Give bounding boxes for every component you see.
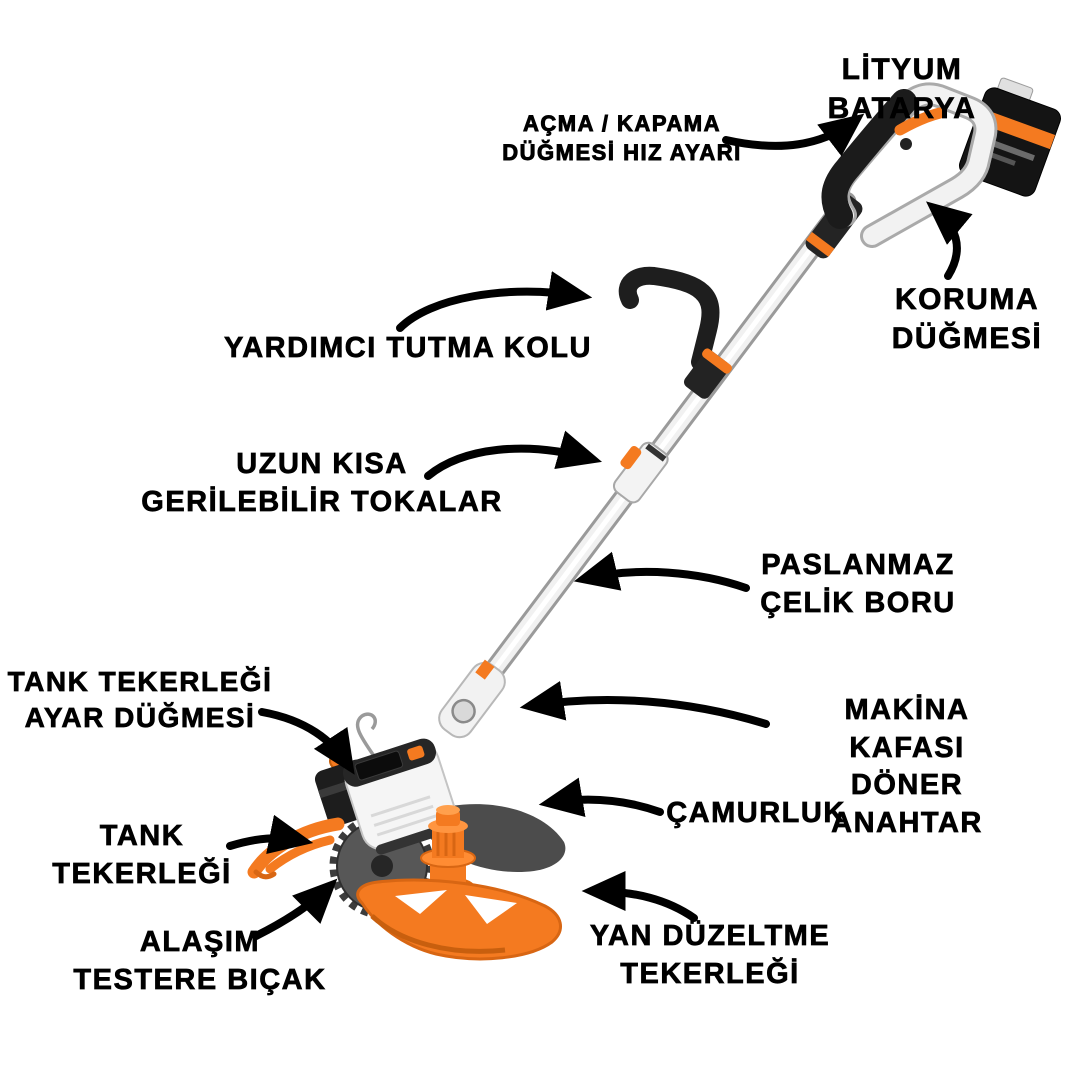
protection-button-part [900, 138, 912, 150]
label-protection-button: KORUMA DÜĞMESİ [891, 283, 1043, 356]
trimmer-body [247, 77, 1062, 961]
arrow-to-telescopic-buckles [424, 430, 603, 480]
arrow-to-protection-button [926, 201, 973, 280]
label-power-switch: AÇMA / KAPAMA DÜĞMESİ HIZ AYARI [502, 111, 742, 165]
arrow-to-tank-wheel [226, 814, 314, 855]
arrow-to-steel-pipe [573, 551, 750, 592]
handle-grip [821, 89, 917, 229]
label-aux-handle: YARDIMCI TUTMA KOLU [224, 332, 592, 365]
main-handle [821, 82, 998, 248]
annotation-arrows [226, 113, 973, 940]
aux-handle-part [618, 266, 733, 399]
label-tank-wheel-adjuster: TANK TEKERLEĞİ AYAR DÜĞMESİ [7, 666, 273, 734]
label-lithium-battery: LİTYUM BATARYA [827, 53, 977, 126]
label-steel-pipe: PASLANMAZ ÇELİK BORU [760, 549, 956, 619]
arrow-to-power-switch [722, 113, 865, 157]
arrow-to-aux-handle [396, 271, 593, 332]
label-fender: ÇAMURLUK [666, 797, 846, 830]
trimmer-line-wire [355, 712, 377, 758]
head-joint [438, 659, 506, 739]
label-machine-head: MAKİNA KAFASI DÖNER ANAHTAR [831, 694, 983, 840]
arrow-to-tank-adjuster [258, 708, 355, 775]
power-trigger [894, 107, 946, 136]
tank-wheel-ski [247, 817, 345, 880]
label-side-trim-wheel: YAN DÜZELTME TEKERLEĞİ [589, 920, 831, 990]
arrow-to-side-trim-wheel [581, 871, 698, 922]
label-tank-wheel: TANK TEKERLEĞİ [52, 820, 232, 890]
arrow-to-machine-head [519, 681, 770, 728]
label-alloy-saw-blade: ALAŞIM TESTERE BIÇAK [73, 926, 327, 996]
telescopic-clamp [612, 441, 669, 504]
arrow-to-fender [538, 777, 664, 818]
label-telescopic-buckles: UZUN KISA GERİLEBİLİR TOKALAR [141, 448, 503, 518]
arrow-to-saw-blade [252, 878, 338, 940]
side-trim-ski [356, 878, 562, 961]
